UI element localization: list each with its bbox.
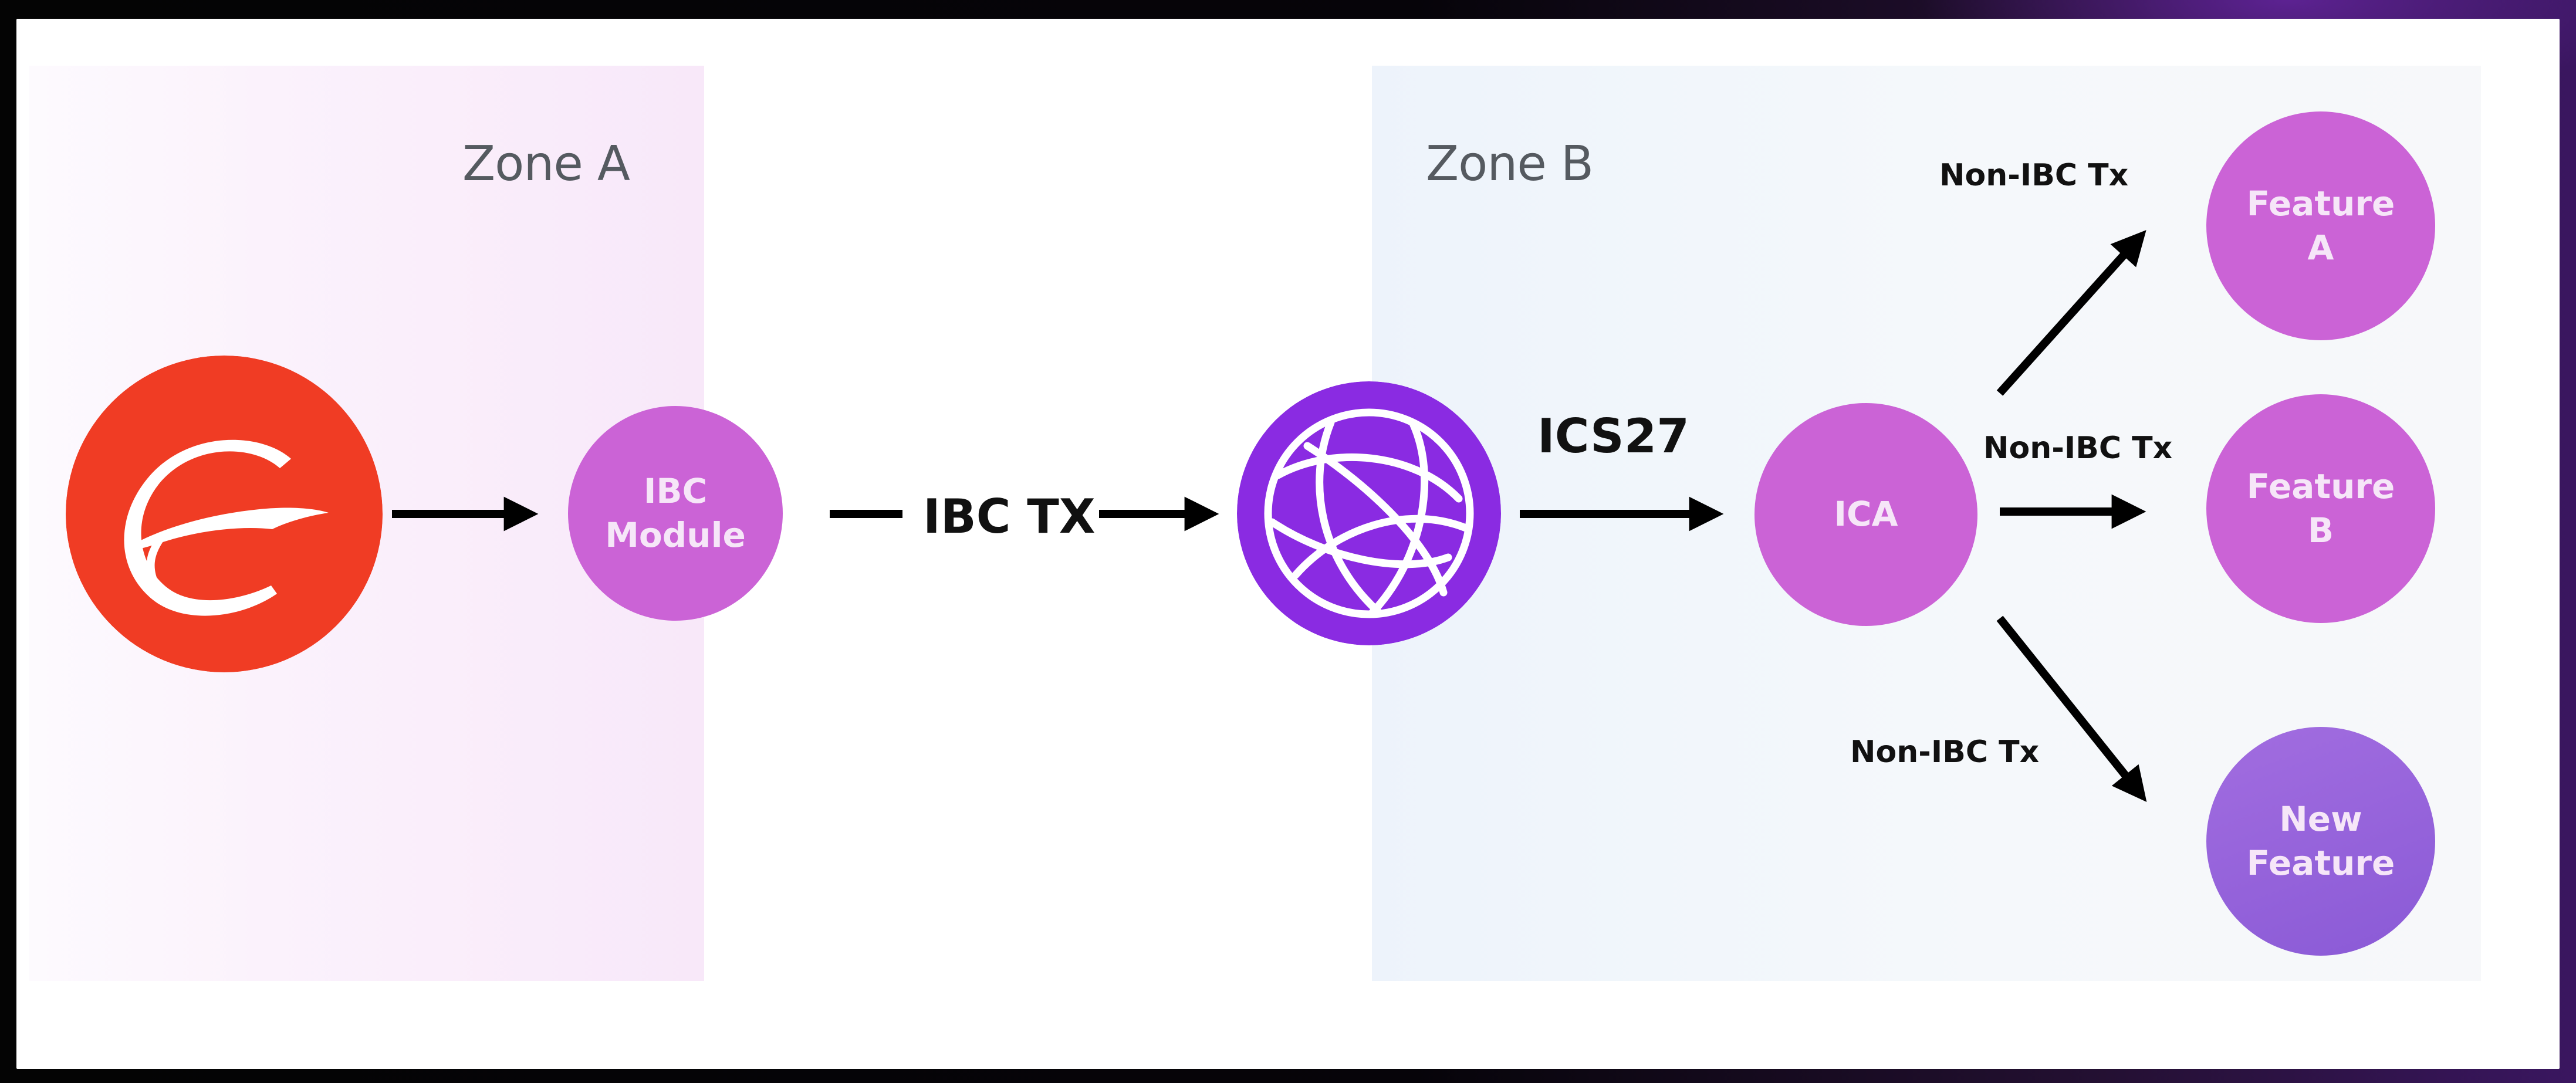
arrow-ica-to-feature-a bbox=[1996, 230, 2146, 396]
feature-b-node: Feature B bbox=[2206, 394, 2435, 623]
flow-arrows bbox=[392, 230, 2147, 802]
zone-a-label: Zone A bbox=[462, 136, 630, 192]
ibc-tx-label: IBC TX bbox=[923, 489, 1096, 544]
purple-globe-icon bbox=[1237, 381, 1501, 645]
non-ibc-tx-label-middle: Non-IBC Tx bbox=[1983, 431, 2173, 466]
arrow-ica-to-new-feature bbox=[1996, 615, 2147, 802]
diagram-canvas: Zone A Zone B IBC Module ICA Featu bbox=[16, 19, 2560, 1069]
non-ibc-tx-label-top: Non-IBC Tx bbox=[1939, 158, 2129, 193]
new-feature-node: New Feature bbox=[2206, 727, 2435, 956]
ica-node: ICA bbox=[1754, 403, 1977, 626]
ics27-label: ICS27 bbox=[1537, 409, 1689, 463]
ibc-module-node: IBC Module bbox=[568, 406, 783, 621]
non-ibc-tx-label-bottom: Non-IBC Tx bbox=[1850, 735, 2040, 770]
zone-b-label: Zone B bbox=[1426, 136, 1594, 192]
feature-a-node: Feature A bbox=[2206, 111, 2435, 340]
red-e-logo-icon bbox=[66, 356, 383, 672]
